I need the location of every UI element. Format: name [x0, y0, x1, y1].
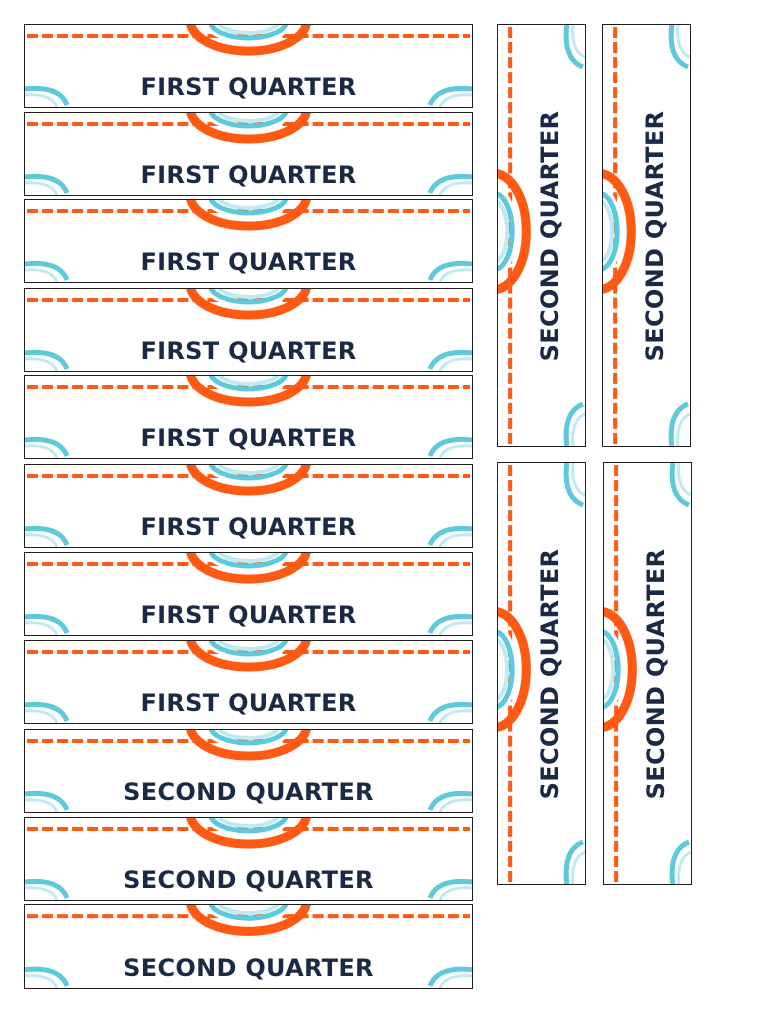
label-text: FIRST QUARTER [140, 337, 357, 365]
label-text: FIRST QUARTER [140, 161, 357, 189]
label-card: FIRST QUARTER [24, 375, 473, 459]
label-decoration [25, 289, 472, 371]
spine-label-card: SECOND QUARTER [497, 24, 586, 447]
label-decoration [25, 465, 472, 547]
label-card: FIRST QUARTER [24, 199, 473, 283]
spine-label-card: SECOND QUARTER [497, 462, 586, 885]
label-card: FIRST QUARTER [24, 24, 473, 108]
label-text: SECOND QUARTER [123, 866, 374, 894]
label-text: FIRST QUARTER [140, 73, 357, 101]
label-decoration [25, 200, 472, 282]
label-card: FIRST QUARTER [24, 640, 473, 724]
label-text: SECOND QUARTER [123, 778, 374, 806]
spine-label-text: SECOND QUARTER [535, 110, 564, 361]
label-card: SECOND QUARTER [24, 904, 473, 989]
label-text: SECOND QUARTER [123, 954, 374, 982]
label-decoration [604, 463, 691, 884]
spine-label-card: SECOND QUARTER [603, 462, 692, 885]
label-decoration [25, 25, 472, 107]
label-decoration [25, 553, 472, 635]
spine-label-text: SECOND QUARTER [640, 110, 669, 361]
label-card: FIRST QUARTER [24, 552, 473, 636]
label-decoration [25, 905, 472, 988]
label-decoration [25, 730, 472, 812]
label-text: FIRST QUARTER [140, 424, 357, 452]
label-text: FIRST QUARTER [140, 513, 357, 541]
label-card: SECOND QUARTER [24, 817, 473, 901]
label-card: FIRST QUARTER [24, 288, 473, 372]
label-decoration [498, 463, 585, 884]
label-decoration [25, 376, 472, 458]
spine-label-text: SECOND QUARTER [535, 548, 564, 799]
label-card: SECOND QUARTER [24, 729, 473, 813]
label-decoration [498, 25, 585, 446]
spine-label-card: SECOND QUARTER [602, 24, 691, 447]
label-decoration [603, 25, 690, 446]
label-decoration [25, 818, 472, 900]
label-text: FIRST QUARTER [140, 601, 357, 629]
label-text: FIRST QUARTER [140, 689, 357, 717]
label-card: FIRST QUARTER [24, 464, 473, 548]
label-text: FIRST QUARTER [140, 248, 357, 276]
label-card: FIRST QUARTER [24, 112, 473, 196]
spine-label-text: SECOND QUARTER [641, 548, 670, 799]
label-decoration [25, 641, 472, 723]
label-decoration [25, 113, 472, 195]
